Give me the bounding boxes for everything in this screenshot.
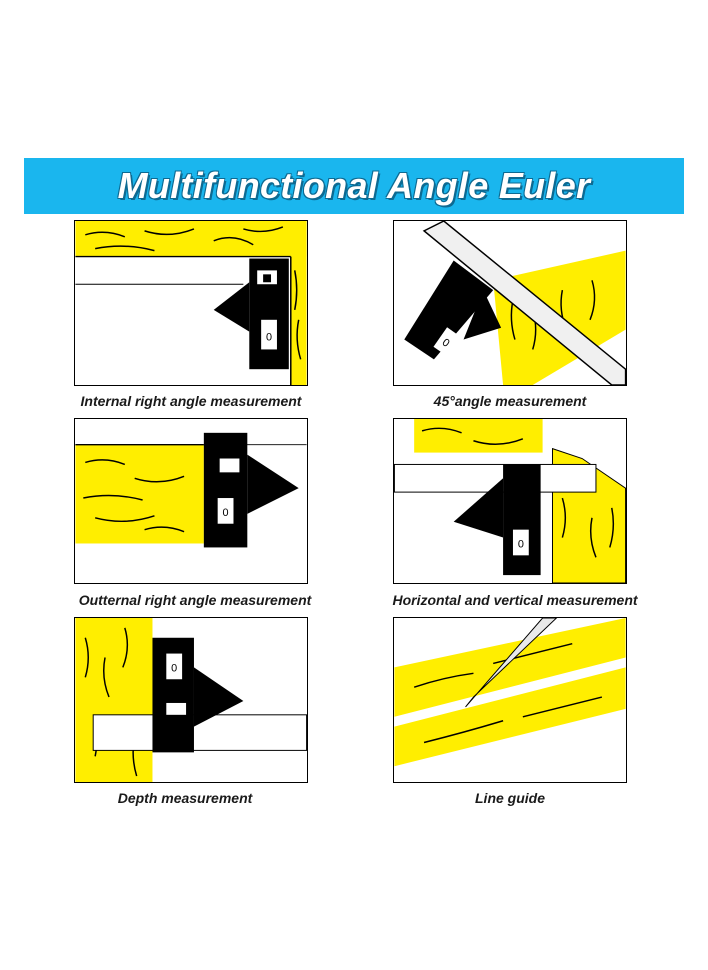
svg-text:0: 0 xyxy=(518,538,524,550)
internal-right-angle-illustration-icon: 0 xyxy=(75,221,307,385)
title-banner: Multifunctional Angle Euler xyxy=(24,158,684,214)
caption-depth: Depth measurement xyxy=(117,790,253,806)
banner-title: Multifunctional Angle Euler xyxy=(117,165,591,206)
horizontal-vertical-illustration-icon: 0 xyxy=(394,419,626,583)
panel-external-right-angle: 0 xyxy=(74,418,308,584)
caption-45-angle: 45°angle measurement xyxy=(433,393,587,409)
line-guide-illustration-icon xyxy=(394,618,626,767)
caption-horizontal-vertical: Horizontal and vertical measurement xyxy=(392,592,638,608)
svg-text:0: 0 xyxy=(266,332,272,344)
svg-text:0: 0 xyxy=(171,662,177,674)
panel-depth: 0 xyxy=(74,617,308,783)
panel-horizontal-vertical: 0 xyxy=(393,418,627,584)
external-right-angle-illustration-icon: 0 xyxy=(75,432,307,548)
caption-internal-right-angle: Internal right angle measurement xyxy=(80,393,302,409)
panel-line-guide xyxy=(393,617,627,783)
caption-line-guide: Line guide xyxy=(475,790,545,806)
panel-45-angle: 0 xyxy=(393,220,627,386)
svg-text:0: 0 xyxy=(223,507,229,519)
panel-internal-right-angle: 0 xyxy=(74,220,308,386)
depth-measurement-illustration-icon: 0 xyxy=(75,618,307,782)
45-degree-angle-illustration-icon: 0 xyxy=(404,221,626,385)
svg-text:0: 0 xyxy=(440,336,452,349)
caption-external-right-angle: Outternal right angle measurement xyxy=(78,592,312,608)
